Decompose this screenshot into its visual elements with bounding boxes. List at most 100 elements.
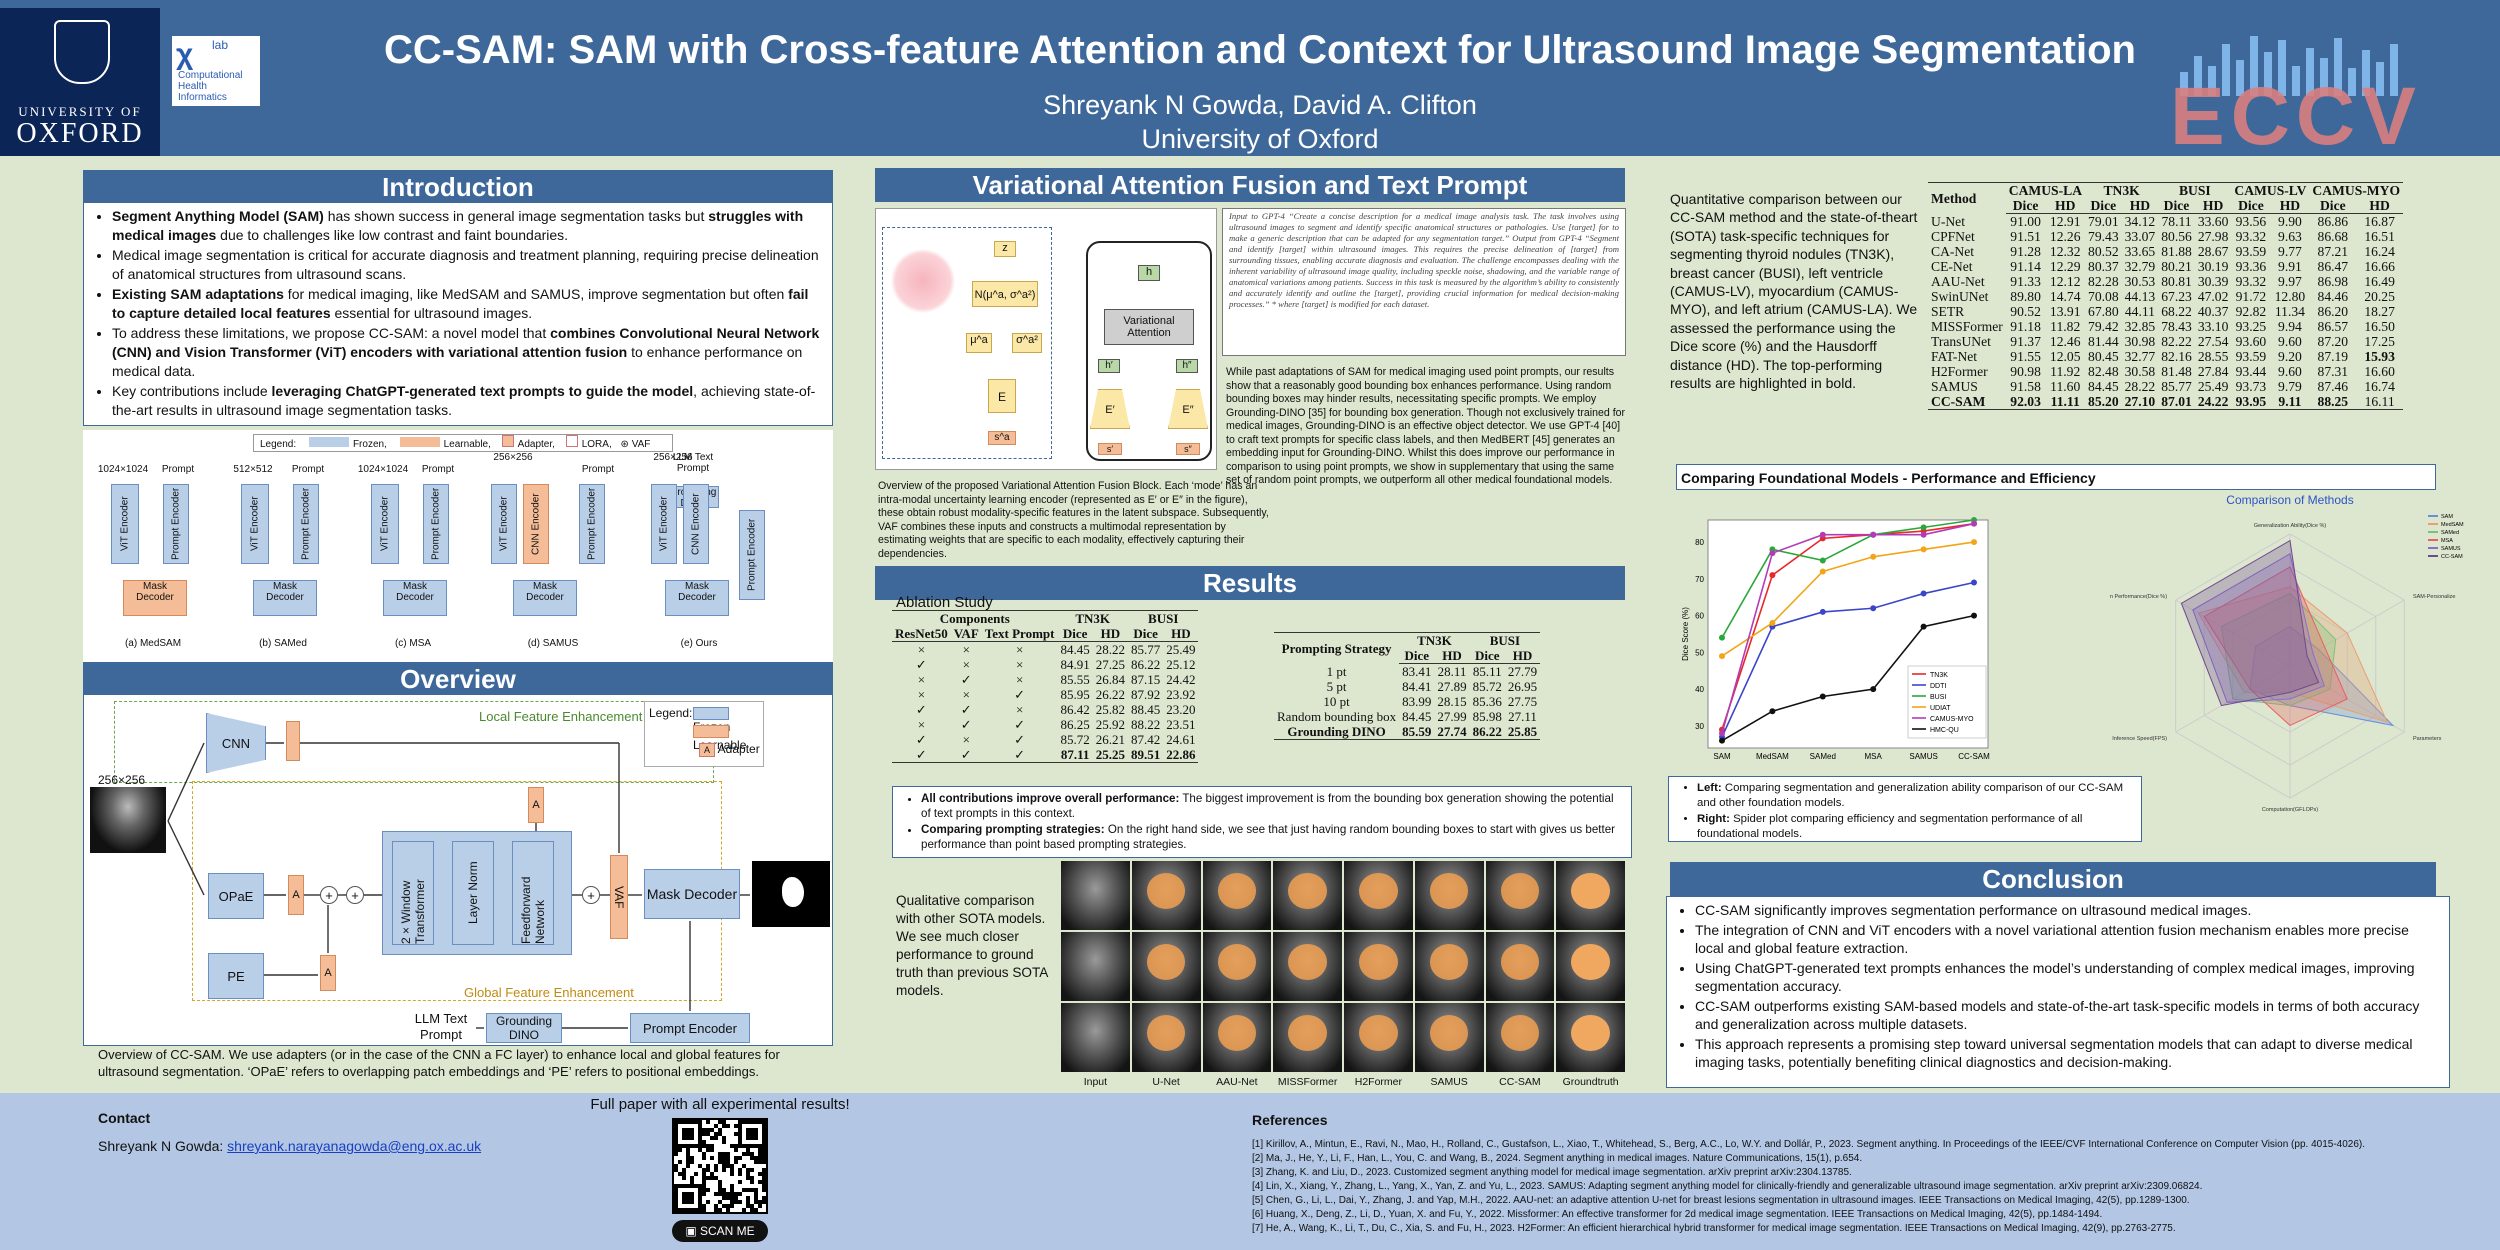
s-prime-box: s′ [1098, 443, 1122, 455]
table-cell: 27.98 [2197, 229, 2229, 244]
table-cell: 90.52 [2010, 304, 2041, 319]
table-cell: 86.98 [2317, 274, 2349, 289]
legend-adapter: Adapter [717, 742, 760, 756]
table-cell: 93.36 [2235, 259, 2267, 274]
table-cell: 23.51 [1166, 717, 1196, 732]
table-header: BUSI [2158, 182, 2232, 198]
table-cell: 28.11 [1437, 664, 1467, 679]
radar-legend-label: SAM [2441, 514, 2453, 520]
table-cell: 25.49 [2197, 379, 2229, 394]
table-header: HD [1092, 626, 1128, 642]
table-cell: × [917, 687, 926, 702]
table-cell: 80.37 [2088, 259, 2119, 274]
table-cell: 12.91 [2049, 214, 2081, 229]
table-cell: 15.93 [2364, 349, 2395, 364]
table-header: HD [2356, 198, 2404, 214]
table-header: HD [1163, 626, 1199, 642]
table-cell: 85.11 [1472, 664, 1502, 679]
segmentation-overlay [1429, 944, 1469, 981]
table-cell: 91.37 [2010, 334, 2041, 349]
table-cell: 93.59 [2235, 244, 2267, 259]
table-cell: 33.07 [2124, 229, 2156, 244]
table-cell: 70.08 [2088, 289, 2119, 304]
series-line [1721, 522, 1975, 730]
table-cell: 86.22 [1469, 724, 1505, 740]
table-cell: 80.52 [2088, 244, 2119, 259]
table-cell: ✓ [915, 657, 927, 672]
qualitative-image-tile [1202, 932, 1272, 1001]
table-header: HD [2270, 198, 2310, 214]
conclusion-bullet: CC-SAM significantly improves segmentati… [1695, 901, 2441, 920]
table-cell: 14.74 [2049, 289, 2081, 304]
table-cell: 26.84 [1095, 672, 1125, 687]
qualitative-image-tile [1061, 861, 1130, 930]
radar-series [2203, 566, 2348, 726]
data-point [1920, 623, 1927, 630]
table-cell: 82.28 [2088, 274, 2119, 289]
series-line [1721, 522, 1975, 734]
method-column-samed: 512×512 Prompt ViT Encoder Prompt Encode… [223, 460, 343, 660]
introduction-panel: Segment Anything Model (SAM) has shown s… [83, 202, 833, 426]
table-header: HD [2045, 198, 2086, 214]
method-column-samus: 256×256 Prompt ViT Encoder CNN Encoder P… [483, 452, 633, 660]
method-input-size: 256×256 [653, 452, 693, 463]
scan-me-button[interactable]: ▣ SCAN ME [672, 1220, 768, 1242]
table-cell: 27.84 [2197, 364, 2229, 379]
legend-lora: LORA, [581, 439, 612, 450]
vit-encoder-box: ViT Encoder [651, 484, 677, 564]
grounding-dino-box: Grounding DINO [486, 1013, 562, 1043]
method-column-medsam: 1024×1024 Prompt ViT Encoder Prompt Enco… [93, 460, 213, 660]
table-header: CAMUS-MYO [2309, 182, 2404, 198]
y-tick-label: 30 [1695, 722, 1704, 731]
intro-bullet: To address these limitations, we propose… [112, 324, 824, 381]
method-column-msa: 1024×1024 Prompt ViT Encoder Prompt Enco… [353, 460, 473, 660]
table-cell: 91.58 [2010, 379, 2041, 394]
table-cell: 84.45 [1060, 642, 1090, 657]
introduction-title: Introduction [83, 170, 833, 204]
adapter-box: A [288, 875, 304, 915]
table-cell: × [917, 672, 926, 687]
table-cell: 33.10 [2197, 319, 2229, 334]
table-cell: 44.13 [2124, 289, 2156, 304]
segmentation-overlay [1429, 1015, 1469, 1052]
poster-footer [0, 1093, 2500, 1250]
table-cell: 93.32 [2235, 274, 2267, 289]
table-header: TN3K [1057, 610, 1128, 626]
add-node-icon: + [346, 886, 364, 904]
vaf-caption: Overview of the proposed Variational Att… [878, 480, 1269, 560]
segmentation-overlay [1217, 944, 1257, 981]
z-box: z [994, 241, 1016, 257]
table-header: Dice [2309, 198, 2357, 214]
table-cell: 82.16 [2161, 349, 2192, 364]
vaf-icon: ⊛ [620, 439, 629, 450]
table-cell: 85.20 [2085, 394, 2122, 410]
table-cell: 93.59 [2235, 349, 2267, 364]
table-cell: 12.46 [2049, 334, 2081, 349]
chi-logo-line: Health [178, 81, 207, 92]
qualitative-column-label: CC-SAM [1499, 1076, 1541, 1088]
table-cell: 27.99 [1437, 709, 1467, 724]
table-cell: 12.29 [2049, 259, 2081, 274]
adapter-box: A [528, 787, 544, 823]
table-cell: 32.77 [2124, 349, 2156, 364]
table-cell: 84.45 [2088, 379, 2119, 394]
table-header: Prompting Strategy [1274, 632, 1400, 664]
table-cell: 9.94 [2278, 319, 2302, 334]
table-cell: 10 pt [1323, 694, 1350, 709]
table-cell: 27.11 [1508, 709, 1537, 724]
radar-title: Comparison of Methods [2226, 493, 2353, 507]
qr-code[interactable] [672, 1118, 768, 1214]
table-cell: 90.98 [2010, 364, 2041, 379]
note-text: On the right hand side, we see that just… [921, 823, 1616, 851]
chi-logo-lab: lab [212, 38, 229, 52]
mask-decoder-box: Mask Decoder [383, 580, 447, 616]
data-point [1971, 579, 1977, 586]
local-feature-label: Local Feature Enhancement [479, 709, 643, 724]
references-title: References [1252, 1112, 1328, 1128]
contact-email-link[interactable]: shreyank.narayanagowda@eng.ox.ac.uk [227, 1138, 482, 1154]
table-cell: 9.97 [2278, 274, 2302, 289]
